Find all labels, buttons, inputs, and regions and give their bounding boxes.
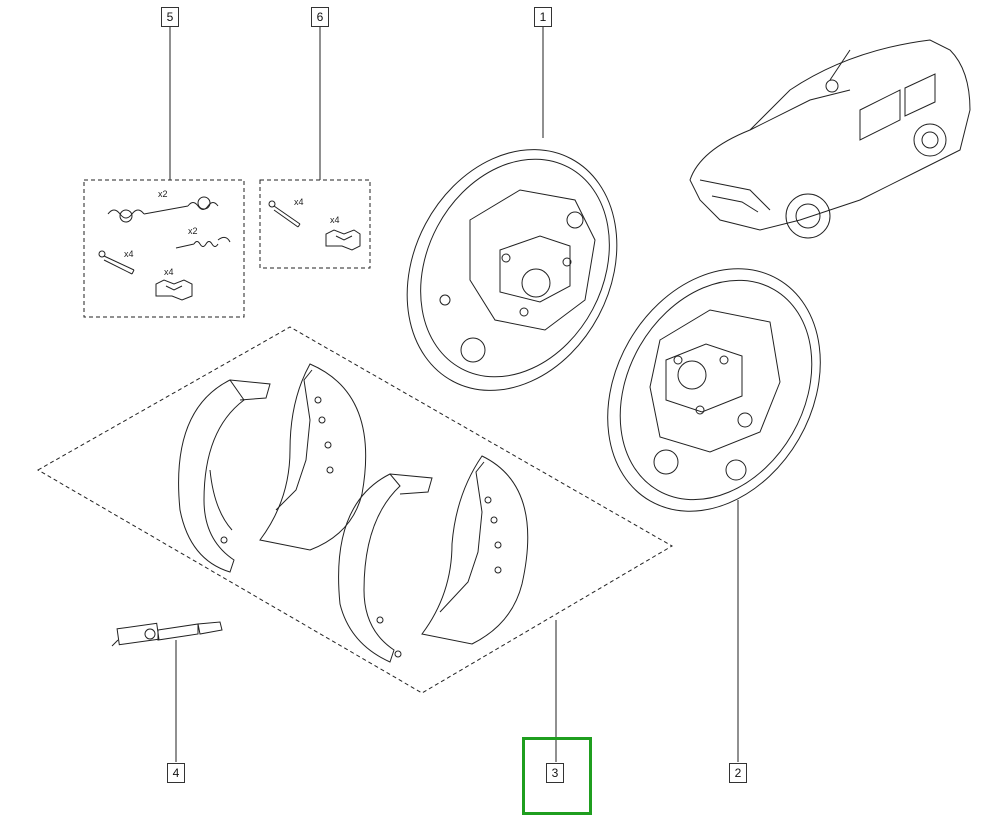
kit5-clips-qty: x4 <box>164 267 174 277</box>
kit-5-box <box>83 179 245 318</box>
selection-highlight-3 <box>522 737 592 815</box>
brake-shoe-right-outer <box>338 473 433 663</box>
backing-plate-1 <box>406 149 618 391</box>
brake-shoe-right-inner <box>421 455 529 645</box>
adjuster-4 <box>111 621 223 647</box>
brake-shoe-left-inner <box>259 363 367 551</box>
callout-6[interactable]: 6 <box>311 7 329 27</box>
kit5-spring-small-qty: x2 <box>188 226 198 236</box>
car-illustration <box>689 39 971 239</box>
clip-kit5 <box>155 279 193 301</box>
shoe-set-outline <box>36 326 673 694</box>
callout-1[interactable]: 1 <box>534 7 552 27</box>
kit5-springs-top-qty: x2 <box>158 189 168 199</box>
hold-down-pin-kit6 <box>268 200 301 228</box>
hold-down-pin-kit5 <box>98 250 135 275</box>
spring-large-right <box>187 196 219 210</box>
spring-small <box>175 236 231 249</box>
spring-large-left <box>107 205 189 223</box>
kit5-pins-qty: x4 <box>124 249 134 259</box>
kit-6-box <box>259 179 371 269</box>
kit6-pins-qty: x4 <box>294 197 304 207</box>
backing-plate-2 <box>607 268 821 512</box>
brake-shoe-left-outer <box>178 379 271 573</box>
clip-kit6 <box>325 229 361 251</box>
kit6-clips-qty: x4 <box>330 215 340 225</box>
callout-3[interactable]: 3 <box>546 763 564 783</box>
callout-5[interactable]: 5 <box>161 7 179 27</box>
callout-4[interactable]: 4 <box>167 763 185 783</box>
callout-2[interactable]: 2 <box>729 763 747 783</box>
